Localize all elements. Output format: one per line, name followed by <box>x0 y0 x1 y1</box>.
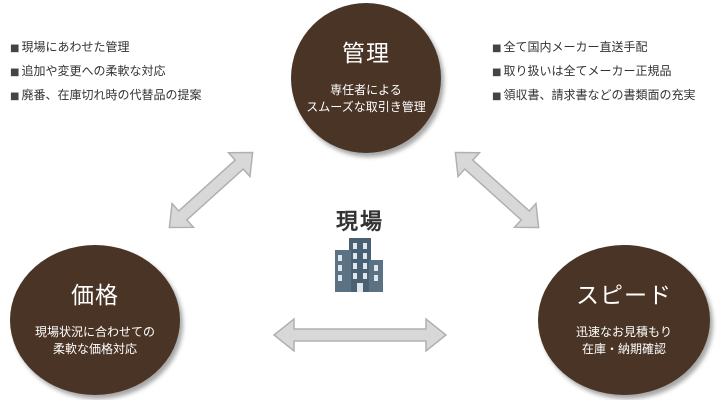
price-circle: 価格 現場状況に合わせての 柔軟な価格対応 <box>10 245 180 395</box>
management-circle: 管理 専任者による スムーズな取引き管理 <box>291 3 441 153</box>
management-desc-line: スムーズな取引き管理 <box>306 100 426 114</box>
left-feature-item: 現場にあわせた管理 <box>10 36 201 60</box>
double-arrow-right-diagonal <box>454 151 540 229</box>
right-feature-list: 全て国内メーカー直送手配 取り扱いは全てメーカー正規品 領収書、請求書などの書類… <box>492 36 695 108</box>
speed-title: スピード <box>576 283 672 309</box>
management-title: 管理 <box>342 41 390 67</box>
speed-circle: スピード 迅速なお見積もり 在庫・納期確認 <box>538 245 710 395</box>
double-arrow-horizontal <box>272 317 448 353</box>
speed-desc-line: 迅速なお見積もり <box>575 325 672 339</box>
right-feature-item: 取り扱いは全てメーカー正規品 <box>492 60 695 84</box>
left-feature-item: 廃番、在庫切れ時の代替品の提案 <box>10 84 201 108</box>
price-title: 価格 <box>71 283 119 309</box>
right-feature-item: 領収書、請求書などの書類面の充実 <box>492 84 695 108</box>
double-arrow-left-diagonal <box>168 151 254 229</box>
building-icon <box>335 238 383 292</box>
speed-desc-line: 在庫・納期確認 <box>581 342 666 356</box>
left-feature-item: 追加や変更への柔軟な対応 <box>10 60 201 84</box>
site-label: 現場 <box>335 210 384 235</box>
right-feature-item: 全て国内メーカー直送手配 <box>492 36 695 60</box>
management-desc-line: 専任者による <box>330 83 402 97</box>
price-desc-line: 柔軟な価格対応 <box>52 342 137 356</box>
left-feature-list: 現場にあわせた管理 追加や変更への柔軟な対応 廃番、在庫切れ時の代替品の提案 <box>10 36 201 108</box>
price-desc-line: 現場状況に合わせての <box>34 325 155 339</box>
